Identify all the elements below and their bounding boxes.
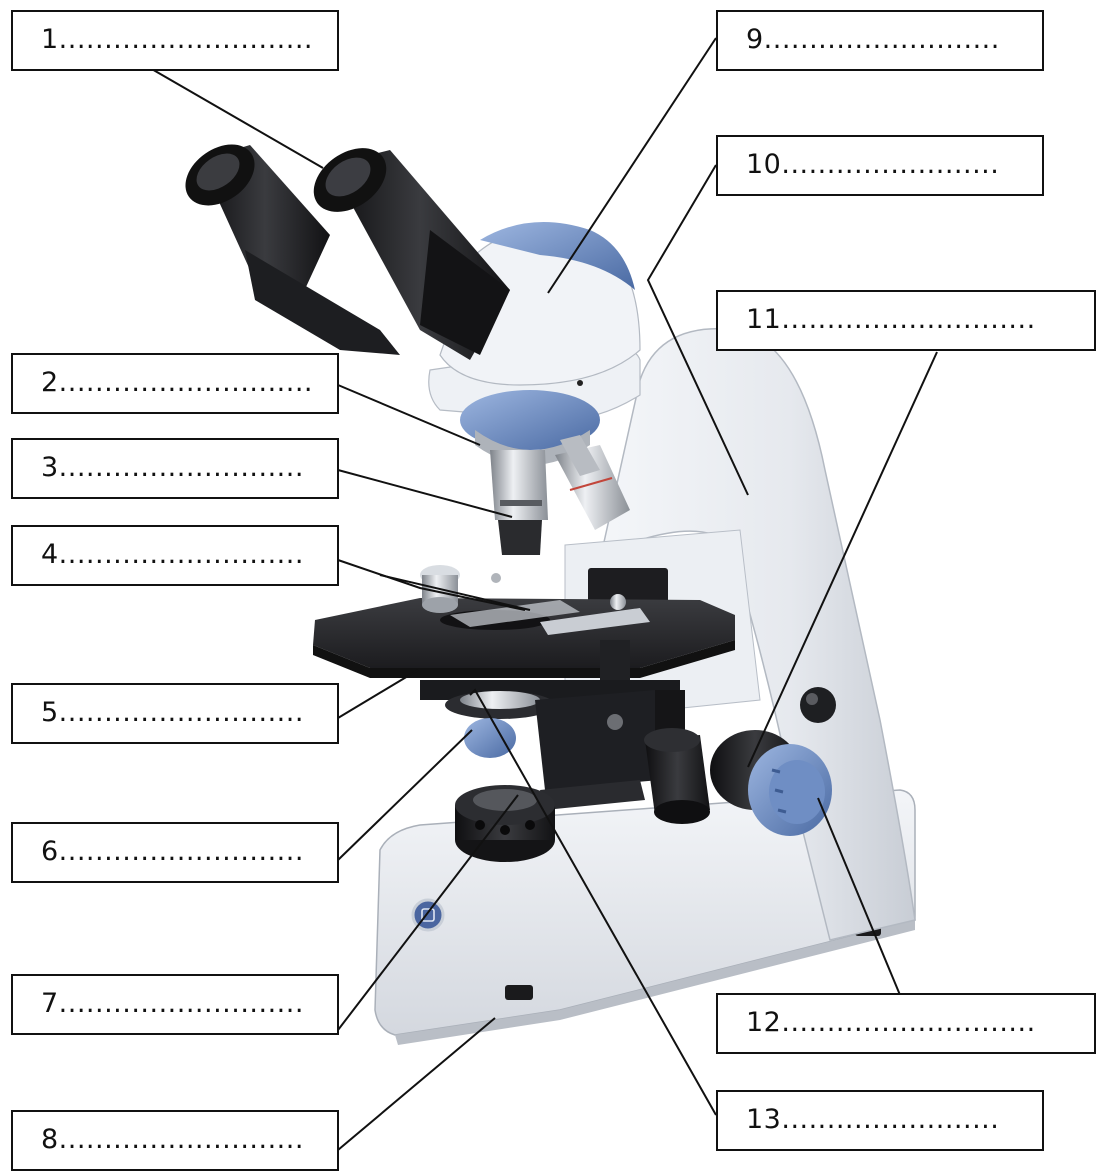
label-box-12: 12............................ <box>716 993 1096 1054</box>
label-box-10: 10........................ <box>716 135 1044 196</box>
label-box-2: 2............................ <box>11 353 339 414</box>
label-text-11: 11............................ <box>746 304 1036 335</box>
label-box-6: 6........................... <box>11 822 339 883</box>
label-text-12: 12............................ <box>746 1007 1036 1038</box>
label-box-7: 7........................... <box>11 974 339 1035</box>
leader-line-9 <box>548 38 716 293</box>
label-text-5: 5........................... <box>41 697 304 728</box>
label-text-3: 3........................... <box>41 452 304 483</box>
label-text-2: 2............................ <box>41 367 313 398</box>
label-text-6: 6........................... <box>41 836 304 867</box>
label-box-8: 8........................... <box>11 1110 339 1171</box>
label-text-4: 4........................... <box>41 539 304 570</box>
label-text-7: 7........................... <box>41 988 304 1019</box>
label-box-13: 13........................ <box>716 1090 1044 1151</box>
label-box-1: 1............................ <box>11 10 339 71</box>
label-box-4: 4........................... <box>11 525 339 586</box>
eyepieces <box>174 132 510 360</box>
label-box-3: 3........................... <box>11 438 339 499</box>
label-text-1: 1............................ <box>41 24 313 55</box>
label-text-10: 10........................ <box>746 149 999 180</box>
label-box-11: 11............................ <box>716 290 1096 351</box>
nosepiece-objectives <box>460 390 630 555</box>
label-text-8: 8........................... <box>41 1124 304 1155</box>
field-diaphragm-knob <box>455 785 555 862</box>
leader-line-3 <box>338 470 512 517</box>
condenser-assembly <box>420 680 685 810</box>
label-box-5: 5........................... <box>11 683 339 744</box>
label-text-9: 9.......................... <box>746 24 1000 55</box>
label-box-9: 9.......................... <box>716 10 1044 71</box>
label-text-13: 13........................ <box>746 1104 999 1135</box>
